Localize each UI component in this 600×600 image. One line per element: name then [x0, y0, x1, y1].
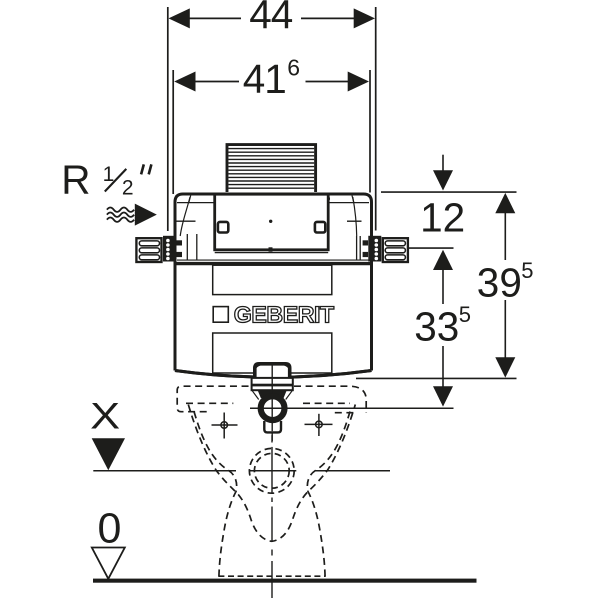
svg-text:44: 44 [249, 0, 293, 38]
svg-text:X: X [90, 394, 120, 436]
svg-text:5: 5 [459, 302, 471, 327]
svg-text:GEBERIT: GEBERIT [234, 302, 334, 328]
svg-text:R: R [61, 157, 90, 203]
svg-text:33: 33 [414, 304, 459, 350]
svg-text:6: 6 [287, 55, 300, 81]
svg-text:12: 12 [420, 194, 465, 240]
svg-text:41: 41 [243, 56, 286, 102]
svg-text:0: 0 [98, 505, 122, 553]
svg-text:5: 5 [521, 258, 533, 283]
svg-text:39: 39 [477, 260, 522, 306]
svg-text:2: 2 [122, 176, 134, 199]
svg-text:1: 1 [103, 163, 115, 186]
